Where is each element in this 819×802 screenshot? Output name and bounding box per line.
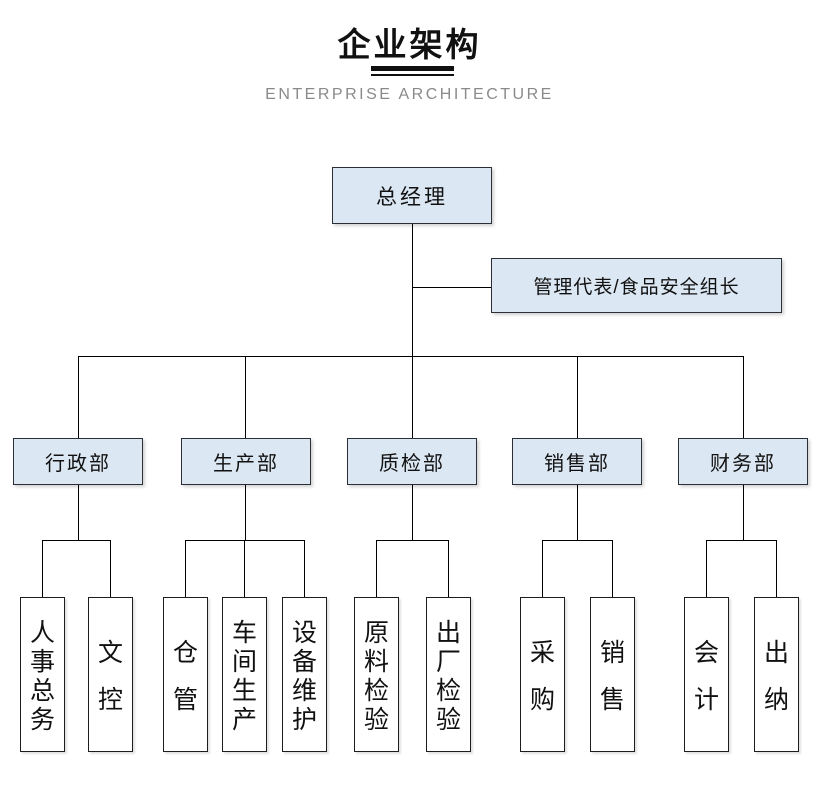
connector-line <box>245 485 246 540</box>
connector-line <box>743 485 744 540</box>
node-sales-dept: 销售部 <box>512 438 642 485</box>
node-production-dept: 生产部 <box>181 438 311 485</box>
connector-line <box>244 540 245 597</box>
node-management-representative: 管理代表/食品安全组长 <box>491 258 782 313</box>
connector-line <box>78 356 79 438</box>
connector-group-bus <box>185 540 305 541</box>
connector-line <box>110 540 111 597</box>
connector-line <box>706 540 707 597</box>
node-equipment-maintenance: 设备维护 <box>282 597 327 752</box>
connector-line <box>412 485 413 540</box>
page-subtitle: ENTERPRISE ARCHITECTURE <box>265 86 554 103</box>
connector-line <box>577 356 578 438</box>
connector-group-bus <box>542 540 613 541</box>
node-accounting: 会计 <box>684 597 729 752</box>
connector-line <box>185 540 186 597</box>
connector-line <box>412 356 413 438</box>
title-underline-thin-bar <box>371 74 454 76</box>
connector-line <box>743 356 744 438</box>
node-general-manager: 总经理 <box>332 167 492 224</box>
connector-main-bus <box>78 356 744 357</box>
node-workshop-production: 车间生产 <box>222 597 267 752</box>
connector-line <box>612 540 613 597</box>
connector-staff-branch <box>412 287 492 288</box>
node-document-control: 文控 <box>88 597 133 752</box>
node-raw-material-inspection: 原料检验 <box>354 597 399 752</box>
connector-line <box>542 540 543 597</box>
connector-line <box>448 540 449 597</box>
title-underline-thick-bar <box>371 66 454 71</box>
node-hr-general-affairs: 人事总务 <box>20 597 65 752</box>
node-admin-dept: 行政部 <box>13 438 143 485</box>
connector-group-bus <box>376 540 449 541</box>
page-title: 企业架构 <box>337 26 482 63</box>
connector-group-bus <box>706 540 777 541</box>
connector-line <box>78 485 79 540</box>
node-purchasing: 采购 <box>520 597 565 752</box>
connector-line <box>304 540 305 597</box>
node-finance-dept: 财务部 <box>678 438 808 485</box>
connector-group-bus <box>42 540 111 541</box>
connector-line <box>245 356 246 438</box>
connector-line <box>376 540 377 597</box>
connector-line <box>42 540 43 597</box>
node-cashier: 出纳 <box>754 597 799 752</box>
node-warehouse: 仓管 <box>163 597 208 752</box>
node-outgoing-inspection: 出厂检验 <box>426 597 471 752</box>
title-underline <box>371 66 454 76</box>
node-qc-dept: 质检部 <box>347 438 477 485</box>
connector-line <box>776 540 777 597</box>
node-sales: 销售 <box>590 597 635 752</box>
connector-root-trunk <box>412 224 413 356</box>
connector-line <box>577 485 578 540</box>
